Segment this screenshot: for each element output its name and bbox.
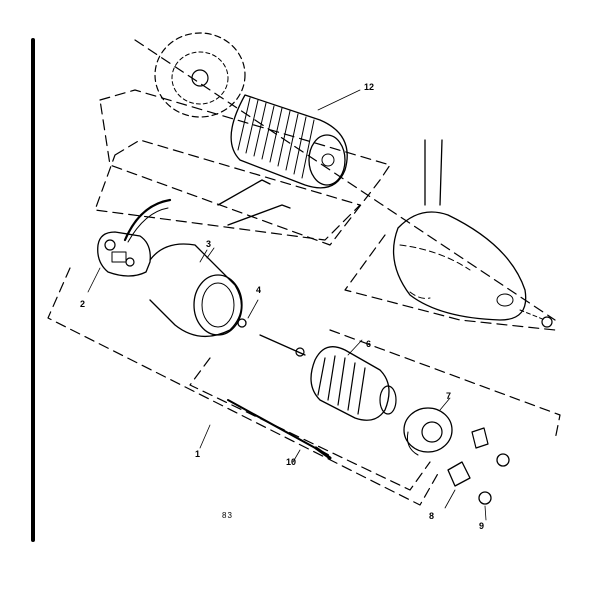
armature-shaft xyxy=(259,334,306,356)
fan-housing-inner xyxy=(171,51,229,105)
figure-code: 83 xyxy=(222,511,233,520)
fan-housing-back xyxy=(154,32,246,118)
callout-4: 4 xyxy=(256,285,262,295)
fan-body xyxy=(230,94,348,189)
mount-head xyxy=(392,211,527,321)
motor-group-outline xyxy=(47,267,441,506)
callout-1: 1 xyxy=(195,449,201,459)
mount-post xyxy=(424,139,443,206)
brush-holder xyxy=(447,461,471,487)
mount-hole xyxy=(496,293,514,307)
callout-2: 2 xyxy=(80,299,86,309)
brush-spring-upper xyxy=(217,179,271,206)
callout-7: 7 xyxy=(446,391,452,401)
fan-fins xyxy=(237,97,315,179)
mount-screw xyxy=(541,316,553,328)
nut-upper xyxy=(496,453,510,467)
washer xyxy=(237,318,247,328)
callout-10: 10 xyxy=(286,457,297,467)
fan-group-outline xyxy=(99,89,391,246)
armature-windings xyxy=(317,355,366,415)
switch-bracket xyxy=(97,231,151,277)
armature-body xyxy=(310,346,390,421)
switch-cord xyxy=(123,198,172,242)
through-bolt xyxy=(227,399,329,456)
callout-6: 6 xyxy=(366,339,372,349)
mount-head-inner xyxy=(399,244,471,299)
mount-bracket-outline xyxy=(344,234,556,331)
center-axis-line xyxy=(134,39,556,321)
callout-12: 12 xyxy=(364,82,375,92)
brush-spring-lower xyxy=(227,204,291,226)
fan-front-face xyxy=(308,134,346,186)
end-cap-outline xyxy=(329,329,561,441)
callout-9: 9 xyxy=(479,521,485,531)
end-bell xyxy=(403,407,453,453)
shaft-group-outline xyxy=(189,357,431,491)
motor-housing-front xyxy=(193,274,243,336)
callout-8: 8 xyxy=(429,511,435,521)
brush-lead-outline xyxy=(94,139,361,241)
nut-lower xyxy=(478,491,492,505)
callout-3: 3 xyxy=(206,239,212,249)
